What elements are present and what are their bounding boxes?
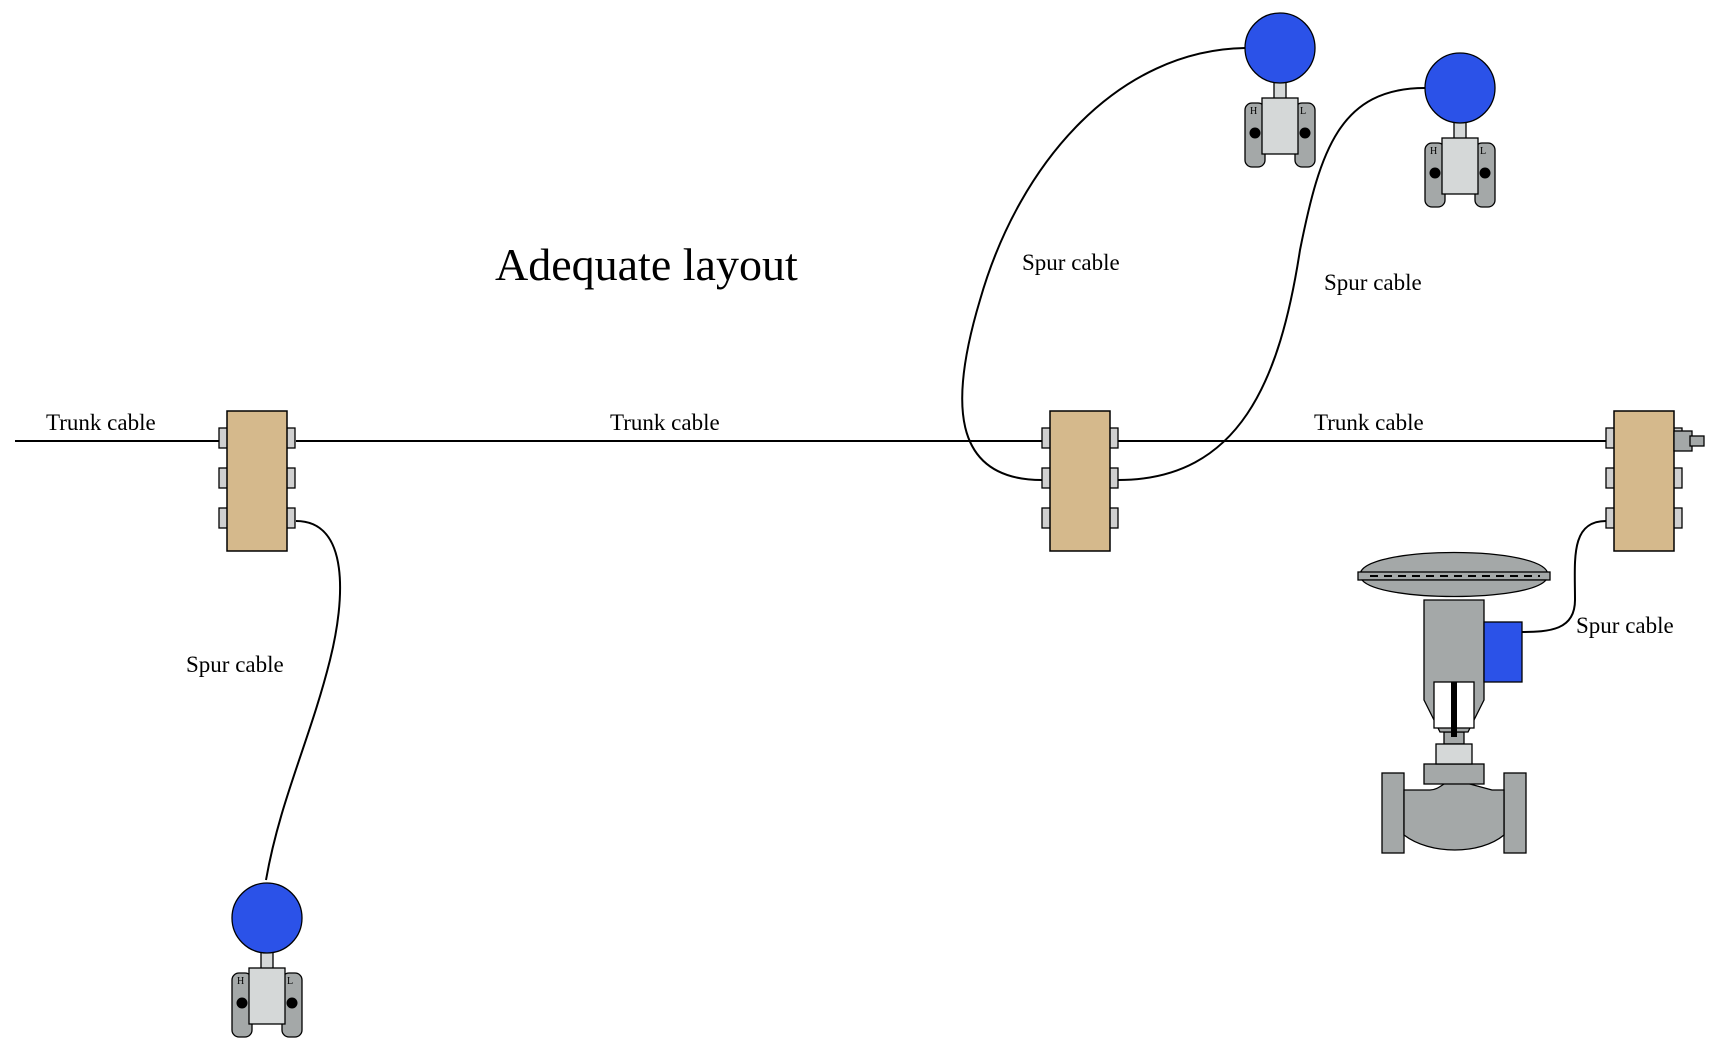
port-high-label: H	[1430, 146, 1437, 157]
port-low-label: L	[287, 976, 293, 987]
valve-left-flange	[1381, 772, 1405, 854]
actuator-top-casing	[1359, 551, 1549, 576]
transmitter-top-right: H L	[1424, 52, 1496, 208]
valve-packing-flange	[1435, 743, 1473, 765]
spur-cable-left-label: Spur cable	[186, 652, 284, 677]
actuator-bottom-casing	[1360, 579, 1548, 598]
spur-cable-top-right-label: Spur cable	[1324, 270, 1422, 295]
spur-cable-left-line	[265, 520, 342, 881]
spur-cable-valve-line	[1519, 520, 1607, 633]
spur-cable-top-left-label: Spur cable	[1022, 250, 1120, 275]
valve-bonnet	[1423, 763, 1485, 785]
port-low-label: L	[1480, 146, 1486, 157]
trunk-cable-left-label: Trunk cable	[46, 410, 156, 435]
port-high-label: H	[237, 976, 244, 987]
valve-stem	[1451, 682, 1457, 737]
spur-cable-top-right-line	[1117, 87, 1426, 481]
transmitter-top-left: H L	[1244, 12, 1316, 168]
spur-cable-valve-label: Spur cable	[1576, 613, 1674, 638]
spur-cable-top-left-line	[961, 47, 1246, 481]
transmitter-bottom-left: H L	[231, 882, 303, 1038]
trunk-cable-right-label: Trunk cable	[1314, 410, 1424, 435]
valve-right-flange	[1503, 772, 1527, 854]
trunk-cable-middle-label: Trunk cable	[610, 410, 720, 435]
control-valve	[1357, 551, 1551, 854]
terminator-plug	[1673, 430, 1705, 452]
coupler-right	[1605, 410, 1683, 552]
coupler-middle	[1041, 410, 1119, 552]
port-high-label: H	[1250, 106, 1257, 117]
valve-body	[1403, 779, 1505, 851]
spur-cables	[265, 47, 1607, 881]
valve-positioner	[1483, 621, 1523, 683]
coupler-left	[218, 410, 296, 552]
port-low-label: L	[1300, 106, 1306, 117]
diagram-title: Adequate layout	[495, 239, 798, 290]
